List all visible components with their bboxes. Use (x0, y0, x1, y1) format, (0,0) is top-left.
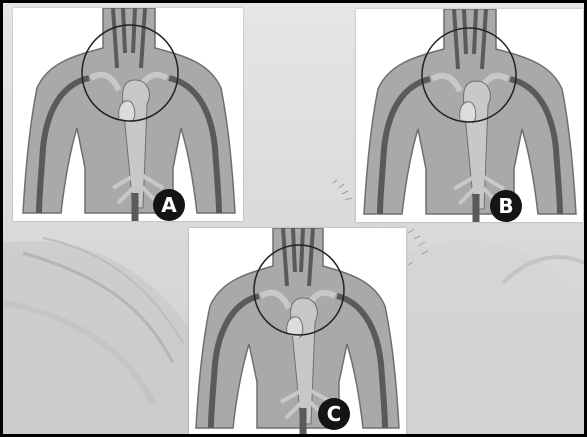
torso-vessel-illustration-b (356, 9, 583, 222)
panel-label-a: A (153, 189, 185, 221)
diagram-panel-a: A (13, 8, 243, 221)
panel-label-c: C (318, 398, 350, 430)
diagram-panel-c: C (189, 228, 406, 434)
diagram-panel-b: B (356, 9, 583, 222)
slide-frame: A B C (3, 3, 584, 434)
torso-vessel-illustration-a (13, 8, 243, 221)
panel-label-b: B (490, 190, 522, 222)
torso-vessel-illustration-c (189, 228, 406, 434)
